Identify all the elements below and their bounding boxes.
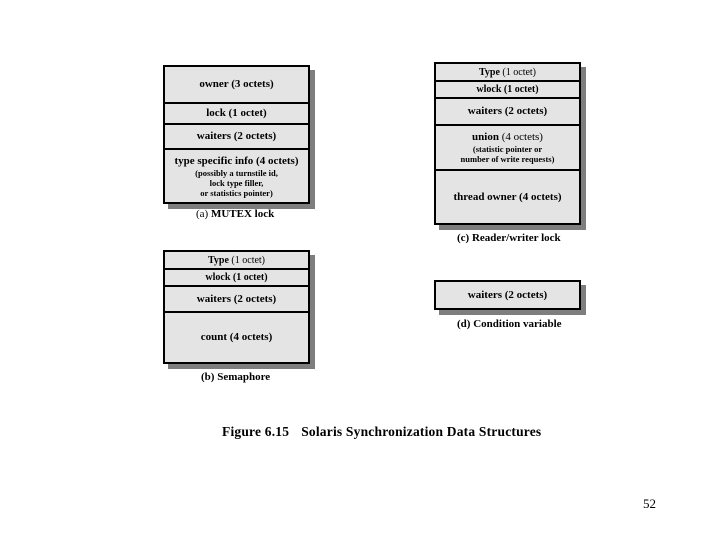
mutex-field-owner: owner (3 octets) (165, 67, 308, 104)
reader-writer-lock-caption-label: (c) (457, 232, 470, 244)
figure-caption-title: Solaris Synchronization Data Structures (301, 424, 542, 439)
semaphore-field-wlock: wlock (1 octet) (165, 270, 308, 287)
rwlock-field-union: union (4 octets) (statistic pointer or n… (436, 126, 579, 171)
reader-writer-lock-caption: (c) Reader/writer lock (457, 232, 561, 245)
semaphore-field-type-label: Type (1 octet) (207, 254, 266, 266)
semaphore-caption: (b) Semaphore (201, 371, 270, 384)
mutex-lock-caption: (a) MUTEX lock (196, 208, 274, 221)
rwlock-field-waiters: waiters (2 octets) (436, 99, 579, 126)
rwlock-field-thread-owner-label: thread owner (4 octets) (453, 190, 562, 203)
condition-variable-caption-label: (d) (457, 318, 471, 330)
reader-writer-lock-struct: Type (1 octet) wlock (1 octet) waiters (… (434, 62, 581, 225)
semaphore-caption-title: Semaphore (217, 371, 271, 383)
figure-caption: Figure 6.15 Solaris Synchronization Data … (222, 424, 541, 440)
semaphore-field-type: Type (1 octet) (165, 252, 308, 270)
rwlock-field-wlock: wlock (1 octet) (436, 82, 579, 99)
mutex-field-type-specific-info: type specific info (4 octets) (possibly … (165, 150, 308, 202)
rwlock-field-union-sub-1: (statistic pointer or (472, 144, 543, 154)
mutex-field-waiters-label: waiters (2 octets) (196, 130, 277, 142)
page-number: 52 (643, 496, 656, 511)
condition-variable-caption-title: Condition variable (473, 318, 562, 330)
rwlock-field-waiters-label: waiters (2 octets) (467, 105, 548, 117)
mutex-field-type-specific-info-label: type specific info (4 octets) (174, 154, 299, 167)
condvar-field-waiters-label: waiters (2 octets) (467, 288, 548, 301)
rwlock-field-type: Type (1 octet) (436, 64, 579, 82)
mutex-field-type-specific-info-sub-1: (possibly a turnstile id, (195, 167, 278, 178)
rwlock-field-thread-owner: thread owner (4 octets) (436, 171, 579, 223)
mutex-field-lock: lock (1 octet) (165, 104, 308, 125)
semaphore-caption-label: (b) (201, 371, 215, 383)
mutex-field-waiters: waiters (2 octets) (165, 125, 308, 150)
rwlock-field-type-label: Type (1 octet) (478, 66, 537, 78)
semaphore-field-waiters-label: waiters (2 octets) (196, 292, 277, 305)
mutex-field-lock-label: lock (1 octet) (206, 107, 267, 119)
figure-caption-label: Figure 6.15 (222, 424, 290, 439)
condition-variable-struct: waiters (2 octets) (434, 280, 581, 310)
mutex-lock-caption-label: (a) (196, 208, 209, 220)
rwlock-field-union-sub-2: number of write requests) (460, 154, 555, 164)
condition-variable-caption: (d) Condition variable (457, 318, 562, 331)
reader-writer-lock-caption-title: Reader/writer lock (471, 232, 561, 244)
rwlock-field-union-label: union (4 octets) (472, 131, 543, 143)
semaphore-struct: Type (1 octet) wlock (1 octet) waiters (… (163, 250, 310, 364)
mutex-field-type-specific-info-sub-2: lock type filler, (209, 177, 264, 188)
semaphore-field-wlock-label: wlock (1 octet) (205, 272, 268, 283)
semaphore-field-waiters: waiters (2 octets) (165, 287, 308, 313)
mutex-field-type-specific-info-sub-3: or statistics pointer) (200, 187, 273, 198)
mutex-field-owner-label: owner (3 octets) (199, 78, 274, 90)
mutex-lock-caption-title: MUTEX lock (210, 208, 275, 220)
semaphore-field-count: count (4 octets) (165, 313, 308, 362)
condvar-field-waiters: waiters (2 octets) (436, 282, 579, 308)
rwlock-field-wlock-label: wlock (1 octet) (476, 84, 539, 95)
semaphore-field-count-label: count (4 octets) (200, 331, 273, 343)
mutex-lock-struct: owner (3 octets) lock (1 octet) waiters … (163, 65, 310, 204)
